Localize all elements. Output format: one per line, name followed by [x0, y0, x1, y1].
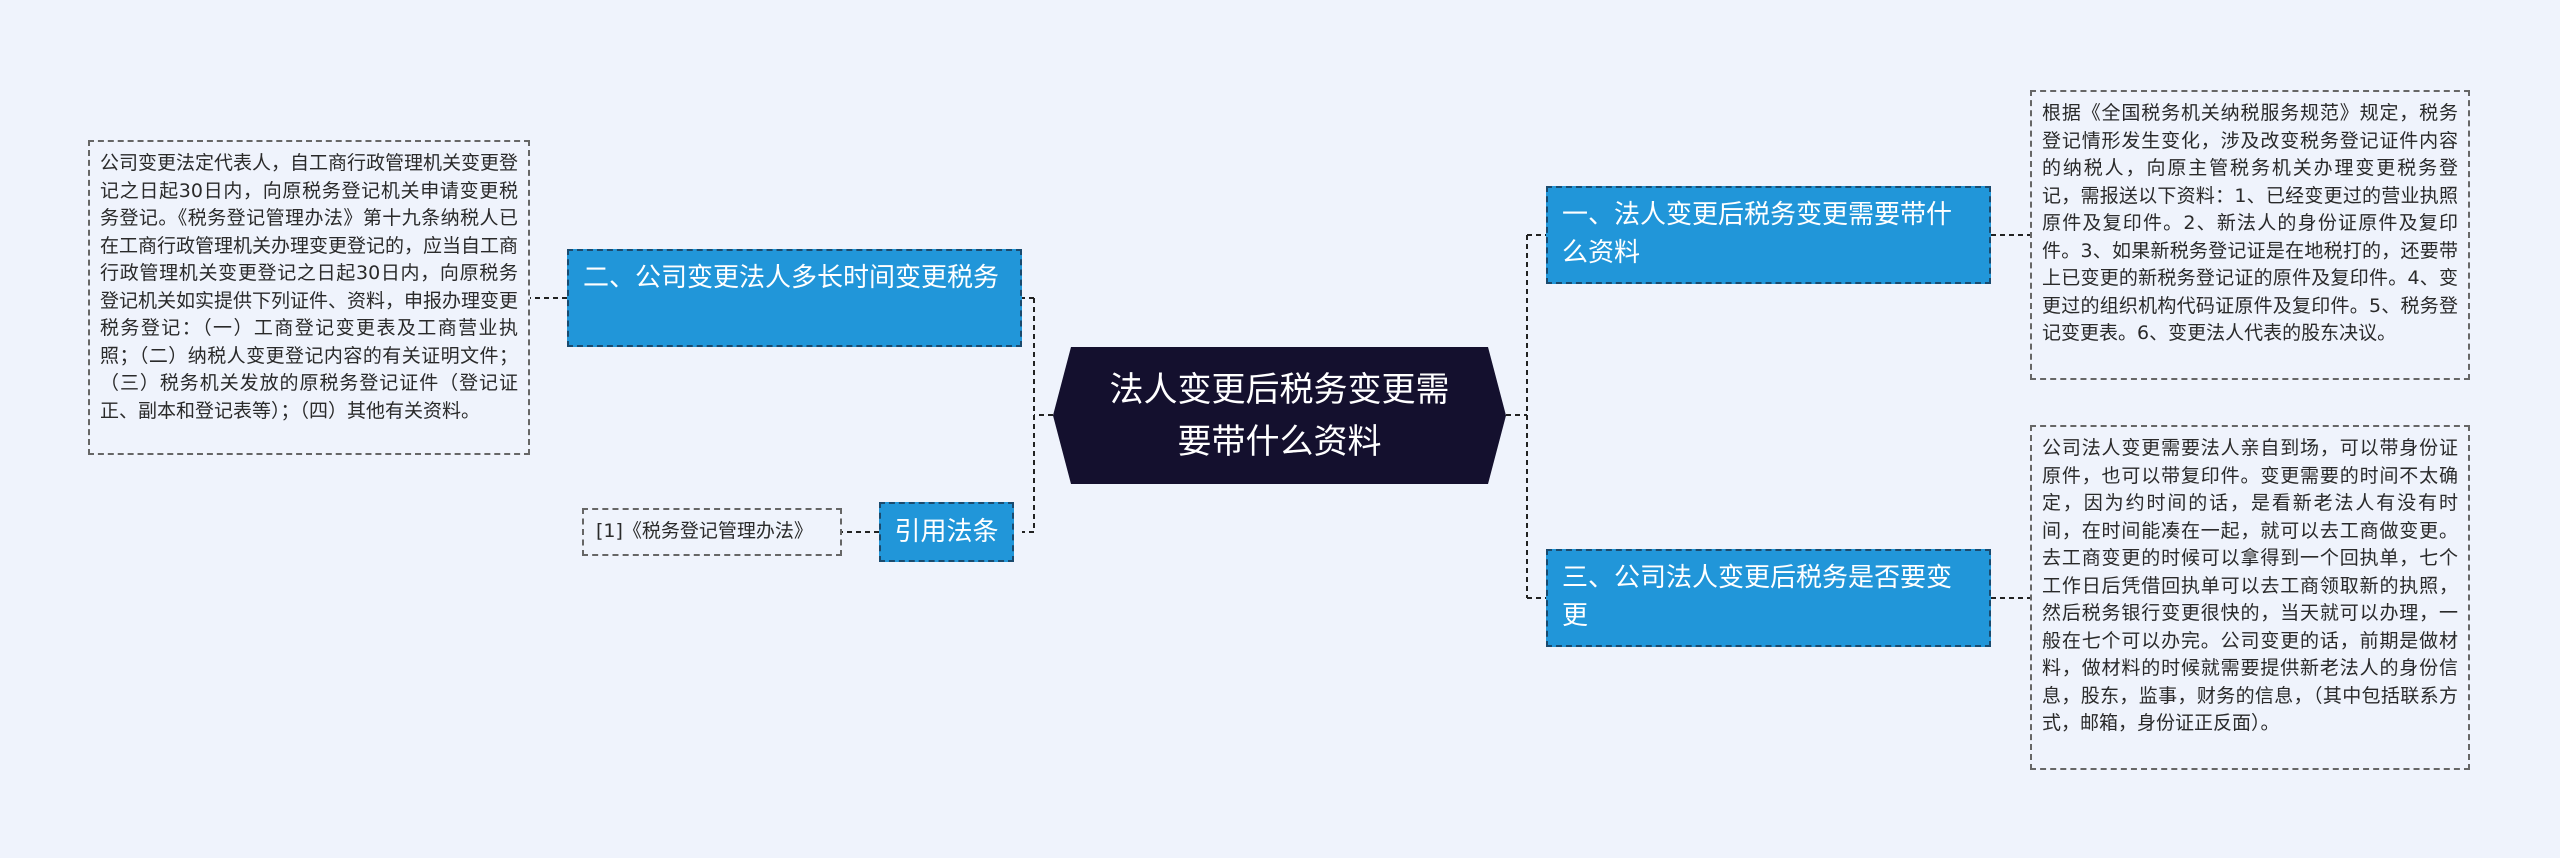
branch-node-1[interactable]: 一、法人变更后税务变更需要带什么资料	[1546, 186, 1991, 284]
leaf-node-citation[interactable]: [1]《税务登记管理办法》	[582, 508, 842, 556]
leaf-node-1-text: 根据《全国税务机关纳税服务规范》规定，税务登记情形发生变化，涉及改变税务登记证件…	[2042, 102, 2458, 344]
branch-node-3-label: 三、公司法人变更后税务是否要变更	[1562, 563, 1953, 631]
branch-node-cited-law-label: 引用法条	[894, 517, 999, 547]
branch-node-cited-law[interactable]: 引用法条	[879, 502, 1014, 562]
central-topic[interactable]: 法人变更后税务变更需要带什么资料	[1053, 347, 1506, 484]
branch-node-1-label: 一、法人变更后税务变更需要带什么资料	[1562, 200, 1953, 268]
central-topic-label: 法人变更后税务变更需要带什么资料	[1109, 369, 1450, 462]
leaf-node-1[interactable]: 根据《全国税务机关纳税服务规范》规定，税务登记情形发生变化，涉及改变税务登记证件…	[2030, 90, 2470, 380]
leaf-node-2-text: 公司变更法定代表人，自工商行政管理机关变更登记之日起30日内，向原税务登记机关申…	[100, 152, 519, 422]
branch-node-3[interactable]: 三、公司法人变更后税务是否要变更	[1546, 549, 1991, 647]
leaf-node-3-text: 公司法人变更需要法人亲自到场，可以带身份证原件，也可以带复印件。变更需要的时间不…	[2042, 437, 2458, 734]
leaf-node-citation-text: [1]《税务登记管理办法》	[596, 520, 813, 542]
branch-node-2[interactable]: 二、公司变更法人多长时间变更税务	[567, 249, 1022, 347]
leaf-node-3[interactable]: 公司法人变更需要法人亲自到场，可以带身份证原件，也可以带复印件。变更需要的时间不…	[2030, 425, 2470, 770]
branch-node-2-label: 二、公司变更法人多长时间变更税务	[583, 263, 1000, 293]
leaf-node-2[interactable]: 公司变更法定代表人，自工商行政管理机关变更登记之日起30日内，向原税务登记机关申…	[88, 140, 530, 455]
